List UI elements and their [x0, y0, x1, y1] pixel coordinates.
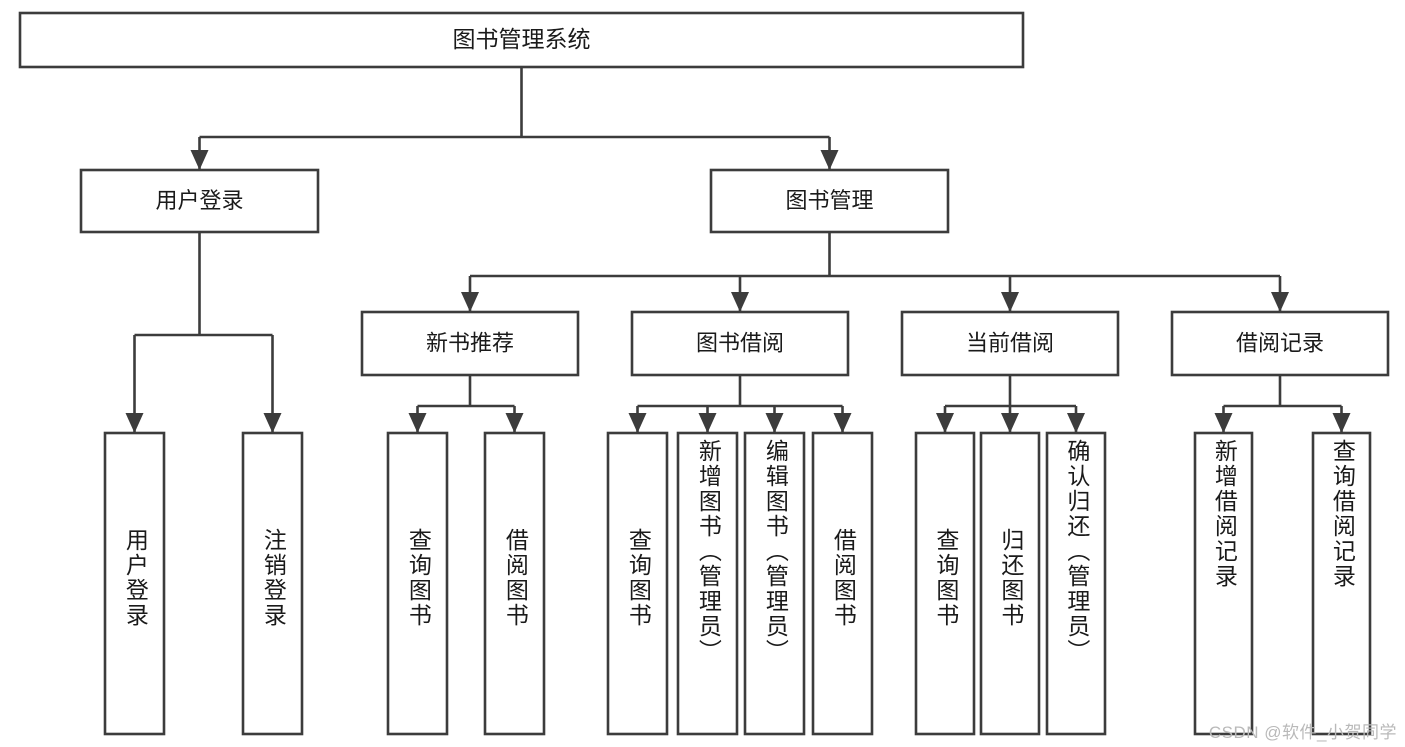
node-box-leaf-query-book-2[interactable]	[606, 431, 669, 736]
node-label-current-borrow: 当前借阅	[966, 330, 1054, 355]
arrow-head-leaf-logout-login	[263, 413, 282, 433]
node-box-leaf-return-book[interactable]	[979, 431, 1041, 736]
node-label-borrow-record: 借阅记录	[1236, 330, 1324, 355]
node-label-root: 图书管理系统	[453, 26, 591, 52]
arrow-head-leaf-edit-book	[765, 413, 784, 433]
arrow-head-leaf-add-book	[698, 413, 717, 433]
box-layer	[18, 11, 1390, 736]
node-box-leaf-add-book[interactable]	[676, 431, 739, 736]
node-box-leaf-borrow-book-1[interactable]	[483, 431, 546, 736]
node-box-leaf-edit-book[interactable]	[743, 431, 806, 736]
node-box-book-manage[interactable]	[709, 168, 950, 234]
node-box-new-book-recommend[interactable]	[360, 310, 580, 377]
arrow-head-leaf-query-book-2	[628, 413, 647, 433]
node-box-leaf-confirm-return[interactable]	[1045, 431, 1107, 736]
node-box-leaf-logout-login[interactable]	[241, 431, 304, 736]
arrow-head-leaf-query-book-1	[408, 413, 427, 433]
connector-layer	[125, 67, 1351, 433]
arrow-head-l3-1	[731, 292, 749, 312]
node-label-book-manage: 图书管理	[785, 188, 873, 213]
node-box-leaf-borrow-book-2[interactable]	[811, 431, 874, 736]
arrow-head-l3-2	[1001, 292, 1019, 312]
node-box-leaf-add-record[interactable]	[1193, 431, 1254, 736]
arrow-head-l2-1	[820, 150, 839, 170]
node-box-leaf-query-book-3[interactable]	[914, 431, 976, 736]
arrow-head-leaf-borrow-book-1	[505, 413, 524, 433]
arrow-head-leaf-borrow-book-2	[833, 413, 852, 433]
node-box-root[interactable]	[18, 11, 1025, 69]
csdn-watermark: CSDN @软件_小贺同学	[1208, 723, 1397, 742]
node-box-leaf-user-login[interactable]	[103, 431, 166, 736]
node-label-book-borrow: 图书借阅	[696, 330, 784, 355]
node-box-leaf-query-record[interactable]	[1311, 431, 1372, 736]
arrow-head-leaf-confirm-return	[1067, 413, 1085, 433]
node-box-book-borrow[interactable]	[630, 310, 850, 377]
arrow-head-leaf-query-book-3	[936, 413, 954, 433]
node-label-user-login: 用户登录	[155, 188, 243, 213]
arrow-head-l2-0	[190, 150, 209, 170]
node-box-current-borrow[interactable]	[900, 310, 1120, 377]
arrow-head-l3-3	[1271, 292, 1289, 312]
node-label-new-book-recommend: 新书推荐	[426, 330, 514, 355]
node-box-leaf-query-book-1[interactable]	[386, 431, 449, 736]
arrow-head-l3-0	[461, 292, 479, 312]
arrow-head-leaf-query-record	[1332, 413, 1351, 433]
arrow-head-leaf-add-record	[1214, 413, 1233, 433]
arrow-head-leaf-user-login	[125, 413, 144, 433]
node-box-user-login[interactable]	[79, 168, 320, 234]
arrow-head-leaf-return-book	[1001, 413, 1019, 433]
node-box-borrow-record[interactable]	[1170, 310, 1390, 377]
